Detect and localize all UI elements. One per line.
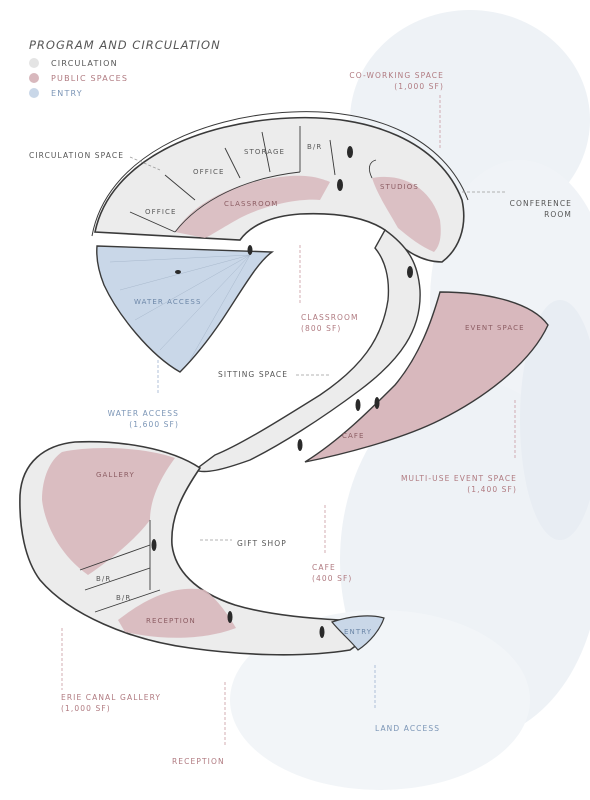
leader-lines [61,95,516,745]
callout-circulation-space: CIRCULATION SPACE [29,151,125,160]
callout-conference-room: CONFERENCE ROOM [510,198,572,220]
callout-coworking: CO-WORKING SPACE (1,000 SF) [349,70,444,92]
entry-zone [330,615,385,651]
callout-classroom: CLASSROOM (800 SF) [301,312,359,334]
callout-line: (1,400 SF) [467,485,517,494]
callout-line: CONFERENCE [509,199,572,208]
upper-wing-partitions [129,126,377,233]
callout-gift-shop: GIFT SHOP [237,539,287,548]
legend-item-public-spaces: PUBLIC SPACES [29,72,128,84]
callout-line: (1,000 SF) [394,82,444,91]
room-label-office-1: OFFICE [145,208,177,216]
callout-cafe: CAFE (400 SF) [312,562,352,584]
water-access-rays [109,254,251,361]
callout-water-access: WATER ACCESS (1,600 SF) [108,408,179,430]
callout-line: (1,600 SF) [129,420,179,429]
callout-line: (400 SF) [312,574,353,583]
callout-erie-canal-gallery: ERIE CANAL GALLERY (1,000 SF) [61,692,161,714]
room-label-classroom: CLASSROOM [224,200,279,208]
callout-multi-use-event-space: MULTI-USE EVENT SPACE (1,400 SF) [401,473,517,495]
event-space-zone [304,291,549,463]
callout-line: (800 SF) [301,324,342,333]
room-label-office-2: OFFICE [193,168,225,176]
people-figures [151,146,413,638]
callout-line: MULTI-USE EVENT SPACE [400,474,517,483]
room-label-br-1: B/R [96,575,112,583]
room-label-br-2: B/R [116,594,132,602]
room-label-studios: STUDIOS [380,183,419,191]
callout-reception: RECEPTION [172,757,225,766]
studios-zone [372,176,441,252]
callout-line: CLASSROOM [301,313,359,322]
room-label-cafe: CAFE [342,432,365,440]
room-label-event-space: EVENT SPACE [465,324,525,332]
legend-title: PROGRAM AND CIRCULATION [29,38,221,52]
reception-zone [118,588,236,638]
spine-circulation [193,228,421,473]
callout-line: ERIE CANAL GALLERY [61,693,162,702]
callout-line: ROOM [544,210,572,219]
room-label-gallery: GALLERY [96,471,135,479]
gallery-zone [42,448,175,575]
circulation-swatch [29,58,39,68]
water-access-zone [96,245,275,373]
room-label-br-top: B/R [307,143,323,151]
room-label-storage: STORAGE [244,148,286,156]
callout-line: WATER ACCESS [107,409,179,418]
classroom-zone [175,175,330,238]
room-label-water-access: WATER ACCESS [134,298,202,306]
upper-wing-outer-edge [91,111,469,237]
legend-item-entry: ENTRY [29,87,83,99]
legend-label: PUBLIC SPACES [51,73,129,83]
callout-line: (1,000 SF) [61,704,111,713]
callout-land-access: LAND ACCESS [375,724,441,733]
public-spaces-swatch [29,73,39,83]
callout-line: CO-WORKING SPACE [349,71,444,80]
room-label-entry: ENTRY [344,628,373,636]
lower-wing-partitions [79,520,161,613]
callout-line: CAFE [312,563,336,572]
entry-swatch [29,88,39,98]
callout-sitting-space: SITTING SPACE [218,370,289,379]
legend-label: CIRCULATION [51,58,118,68]
room-label-reception: RECEPTION [146,617,196,625]
legend-item-circulation: CIRCULATION [29,57,118,69]
legend-label: ENTRY [51,88,83,98]
